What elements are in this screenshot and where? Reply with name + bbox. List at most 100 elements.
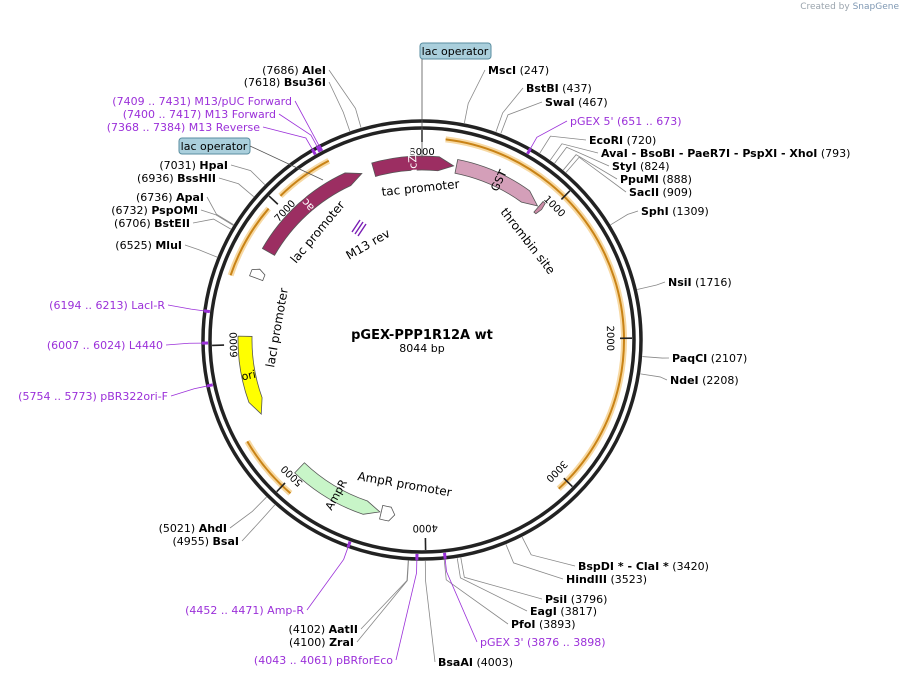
site-position: (4102) <box>289 623 329 636</box>
site-name: NsiI <box>668 276 692 289</box>
site-name: EagI <box>530 605 557 618</box>
feature-ampr <box>294 462 381 515</box>
site-leader <box>565 156 627 193</box>
primer-mark <box>526 147 532 155</box>
position-tick-label: 2000 <box>604 326 615 352</box>
site-leader <box>460 557 543 600</box>
site-name: Bsu36I <box>284 76 326 89</box>
site-hpai: (7031) HpaI <box>159 159 228 172</box>
site-name: ZraI <box>329 636 354 649</box>
site-position: (467) <box>575 96 608 109</box>
site-leader <box>642 356 670 359</box>
orf-arcs <box>227 136 627 496</box>
site-position: (4003) <box>473 656 513 669</box>
site-eagi: EagI (3817) <box>530 605 597 618</box>
site-leader <box>443 559 509 625</box>
site-position: (4100) <box>289 636 329 649</box>
feature-laci <box>261 172 363 256</box>
site-position: (3893) <box>536 618 576 631</box>
site-bspdi-clai: BspDI * - ClaI * (3420) <box>578 560 709 573</box>
site-leader <box>495 87 524 132</box>
site-leader <box>424 560 436 663</box>
primer-mark <box>443 552 447 559</box>
tac-promoter-label: tac promoter <box>381 177 460 199</box>
primer-leader <box>306 547 349 611</box>
site-hindiii: HindIII (3523) <box>566 573 647 586</box>
site-leader <box>640 373 668 381</box>
site-position: (720) <box>623 134 656 147</box>
site-leader <box>610 210 639 226</box>
position-tick <box>560 190 571 200</box>
site-bsu36i: (7618) Bsu36I <box>244 76 326 89</box>
site-leader <box>521 536 576 567</box>
site-leader <box>637 281 666 290</box>
site-leader <box>456 558 528 612</box>
site-name: StyI <box>612 160 636 173</box>
site-leader <box>192 218 232 230</box>
site-name: BsaI <box>213 535 239 548</box>
site-position: (2208) <box>699 374 739 387</box>
feature-label: ori <box>240 368 257 384</box>
orf-arc <box>246 440 292 495</box>
site-leader <box>229 496 267 529</box>
site-leader <box>328 69 362 128</box>
lac-operator-box-top <box>419 42 492 60</box>
site-leader <box>241 504 276 542</box>
site-name: AatII <box>329 623 358 636</box>
primer-mark <box>203 309 211 314</box>
site-position: (909) <box>659 186 692 199</box>
site-styi: StyI (824) <box>612 160 670 173</box>
primer-label: (7368 .. 7384) M13 Reverse <box>107 121 260 134</box>
primer-leader <box>167 304 204 312</box>
primer-mark <box>206 383 214 388</box>
site-bsteii: (6706) BstEII <box>114 217 190 230</box>
feature-laci-promoter <box>249 268 266 282</box>
primer-mark <box>311 148 317 156</box>
site-leader <box>200 209 234 226</box>
site-msci: MscI (247) <box>488 64 549 77</box>
site-name: PaqCI <box>672 352 707 365</box>
primer-leader <box>165 342 203 346</box>
site-name: AvaI - BsoBI - PaeR7I - PspXI - XhoI <box>601 147 817 160</box>
site-position: (6525) <box>115 239 155 252</box>
site-name: BssHII <box>177 172 216 185</box>
position-tick <box>563 477 573 488</box>
primer-label: (4452 .. 4471) Amp-R <box>185 604 304 617</box>
site-avai-bsobi-paer7i-pspxi-xhoi: AvaI - BsoBI - PaeR7I - PspXI - XhoI (79… <box>601 147 850 160</box>
lac-operator-leader-left <box>249 145 324 181</box>
site-leader <box>184 244 218 258</box>
position-tick <box>276 482 286 493</box>
site-bsai: (4955) BsaI <box>172 535 239 548</box>
site-name: SwaI <box>545 96 575 109</box>
site-name: SphI <box>641 205 669 218</box>
plasmid-length: 8044 bp <box>399 342 444 355</box>
site-name: EcoRI <box>589 134 623 147</box>
site-name: BsaAI <box>438 656 473 669</box>
orf-arc <box>229 207 270 276</box>
site-zrai: (4100) ZraI <box>289 636 354 649</box>
site-leader <box>554 146 610 167</box>
site-position: (6732) <box>111 204 151 217</box>
site-name: AhdI <box>199 522 227 535</box>
site-aatii: (4102) AatII <box>289 623 358 636</box>
credit-brand: SnapGene <box>852 2 899 12</box>
position-tick-label: 6000 <box>229 332 241 358</box>
position-tick-label: 4000 <box>412 522 438 533</box>
primer-leader <box>395 559 418 661</box>
site-position: (888) <box>659 173 692 186</box>
site-name: MscI <box>488 64 516 77</box>
primer-label: (4043 .. 4061) pBRforEco <box>254 654 393 667</box>
site-nsii: NsiI (1716) <box>668 276 732 289</box>
site-name: PfoI <box>511 618 536 631</box>
site-mlui: (6525) MluI <box>115 239 182 252</box>
snapgene-credit: Created by SnapGene <box>800 2 899 12</box>
primer-leader <box>444 558 478 643</box>
site-name: BstBI <box>526 82 559 95</box>
site-ecori: EcoRI (720) <box>589 134 656 147</box>
credit-prefix: Created by <box>800 2 850 12</box>
feature-gst <box>454 159 539 207</box>
primer-label: (7400 .. 7417) M13 Forward <box>123 108 276 121</box>
site-position: (793) <box>817 147 850 160</box>
site-position: (3796) <box>567 593 607 606</box>
primer-leader <box>278 113 318 147</box>
